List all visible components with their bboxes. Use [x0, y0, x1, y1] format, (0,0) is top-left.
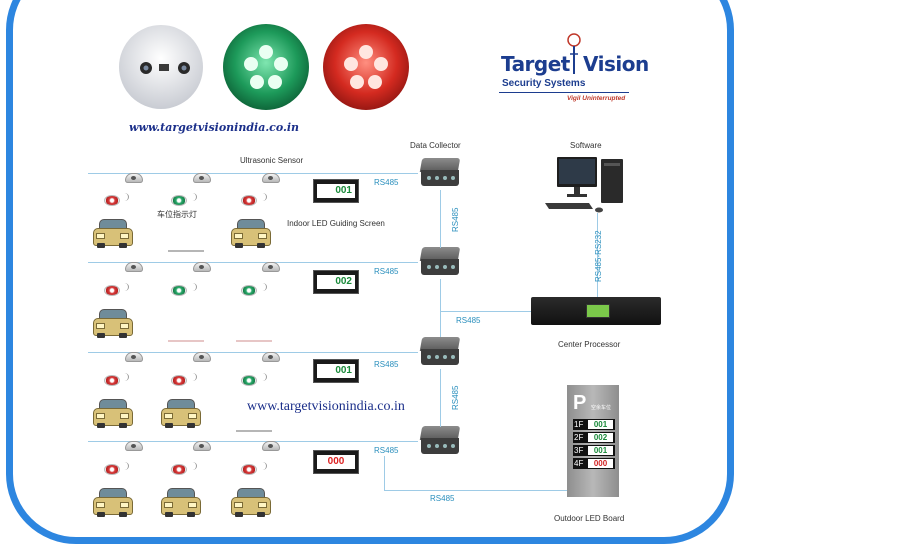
indoor-led-screen: 000: [313, 450, 359, 474]
rs485-label-processor: RS485: [456, 316, 480, 325]
bus-line: [440, 190, 441, 248]
signal-wave-icon: [188, 283, 197, 291]
ultrasonic-sensor: [193, 352, 211, 362]
indoor-led-label: Indoor LED Guiding Screen: [287, 219, 385, 228]
red-indicator-light: [104, 285, 120, 296]
logo-tagline: Vigil Uninterrupted: [567, 95, 625, 102]
empty-space-marker: [236, 340, 272, 342]
ultrasonic-sensor: [125, 173, 143, 183]
indoor-led-screen: ↙002: [313, 270, 359, 294]
rs485-label-outdoor: RS485: [430, 494, 454, 503]
data-collector-device: [421, 247, 459, 277]
software-label: Software: [570, 141, 602, 150]
ultrasonic-sensor: [262, 352, 280, 362]
indicator-light-label: 车位指示灯: [157, 209, 197, 220]
red-indicator-light: [104, 375, 120, 386]
data-collector-label: Data Collector: [410, 141, 461, 150]
empty-space-marker: [168, 340, 204, 342]
ultrasonic-sensor-label: Ultrasonic Sensor: [240, 156, 303, 165]
red-indicator-light: [171, 464, 187, 475]
signal-wave-icon: [188, 193, 197, 201]
signal-wave-icon: [120, 462, 129, 470]
website-url-italic: www.targetvisionindia.co.in: [129, 121, 299, 134]
bus-line: [384, 456, 385, 490]
red-indicator-light: [241, 464, 257, 475]
car-icon: [161, 398, 199, 428]
rs485-rs232-label: RS485-RS232: [594, 230, 603, 282]
signal-wave-icon: [188, 462, 197, 470]
ultrasonic-sensor: [262, 173, 280, 183]
car-icon: [231, 218, 269, 248]
rs485-label-3: RS485: [374, 360, 398, 369]
car-icon: [93, 308, 131, 338]
signal-wave-icon: [120, 193, 129, 201]
bus-line: [384, 490, 567, 491]
red-indicator-light: [171, 375, 187, 386]
ultrasonic-sensor: [125, 262, 143, 272]
ultrasonic-sensor: [262, 262, 280, 272]
ultrasonic-sensor: [193, 173, 211, 183]
logo-figure-icon: [566, 32, 582, 76]
logo-brand-word2: Vision: [583, 52, 649, 76]
green-indicator-light: [171, 195, 187, 206]
ultrasonic-sensor: [262, 441, 280, 451]
ultrasonic-sensor: [125, 352, 143, 362]
parking-p-letter: P: [573, 393, 586, 413]
vacant-spaces-caption: 空余车位: [591, 404, 611, 411]
website-url-plain: www.targetvisionindia.co.in: [247, 399, 405, 415]
signal-wave-icon: [120, 283, 129, 291]
signal-wave-icon: [258, 283, 267, 291]
car-icon: [161, 487, 199, 517]
rs485-label-1: RS485: [374, 178, 398, 187]
computer-icon: [543, 155, 633, 215]
data-collector-device: [421, 158, 459, 188]
signal-wave-icon: [188, 373, 197, 381]
green-indicator-light: [241, 375, 257, 386]
empty-space-marker: [168, 250, 204, 252]
data-collector-device: [421, 426, 459, 456]
green-indicator-light: [171, 285, 187, 296]
rs485-label-vertical: RS485: [451, 386, 460, 410]
signal-wave-icon: [258, 462, 267, 470]
red-indicator-light: [104, 195, 120, 206]
outdoor-led-label: Outdoor LED Board: [554, 514, 624, 523]
empty-space-marker: [236, 430, 272, 432]
red-indicator-photo: [323, 24, 409, 110]
ultrasonic-sensor: [193, 262, 211, 272]
rs485-label-vertical: RS485: [451, 208, 460, 232]
bus-line: [440, 279, 441, 337]
rs485-label-4: RS485: [374, 446, 398, 455]
green-indicator-photo: [223, 24, 309, 110]
car-icon: [93, 487, 131, 517]
logo-divider: [499, 92, 629, 93]
signal-wave-icon: [258, 193, 267, 201]
center-processor-label: Center Processor: [558, 340, 620, 349]
red-indicator-light: [104, 464, 120, 475]
center-processor-device: [531, 297, 661, 325]
indoor-led-screen: ↙001: [313, 179, 359, 203]
green-indicator-light: [241, 285, 257, 296]
car-icon: [93, 398, 131, 428]
ultrasonic-sensor: [125, 441, 143, 451]
signal-wave-icon: [258, 373, 267, 381]
rs485-label-2: RS485: [374, 267, 398, 276]
car-icon: [93, 218, 131, 248]
ultrasonic-sensor: [193, 441, 211, 451]
product-photos: [116, 24, 416, 110]
red-indicator-light: [241, 195, 257, 206]
signal-wave-icon: [120, 373, 129, 381]
bus-line: [440, 311, 532, 312]
sensor-photo: [119, 25, 203, 109]
data-collector-device: [421, 337, 459, 367]
bus-line: [440, 369, 441, 427]
indoor-led-screen: ↙001: [313, 359, 359, 383]
logo-brand-word1: Target: [501, 52, 570, 76]
car-icon: [231, 487, 269, 517]
logo-subtitle: Security Systems: [502, 78, 585, 89]
